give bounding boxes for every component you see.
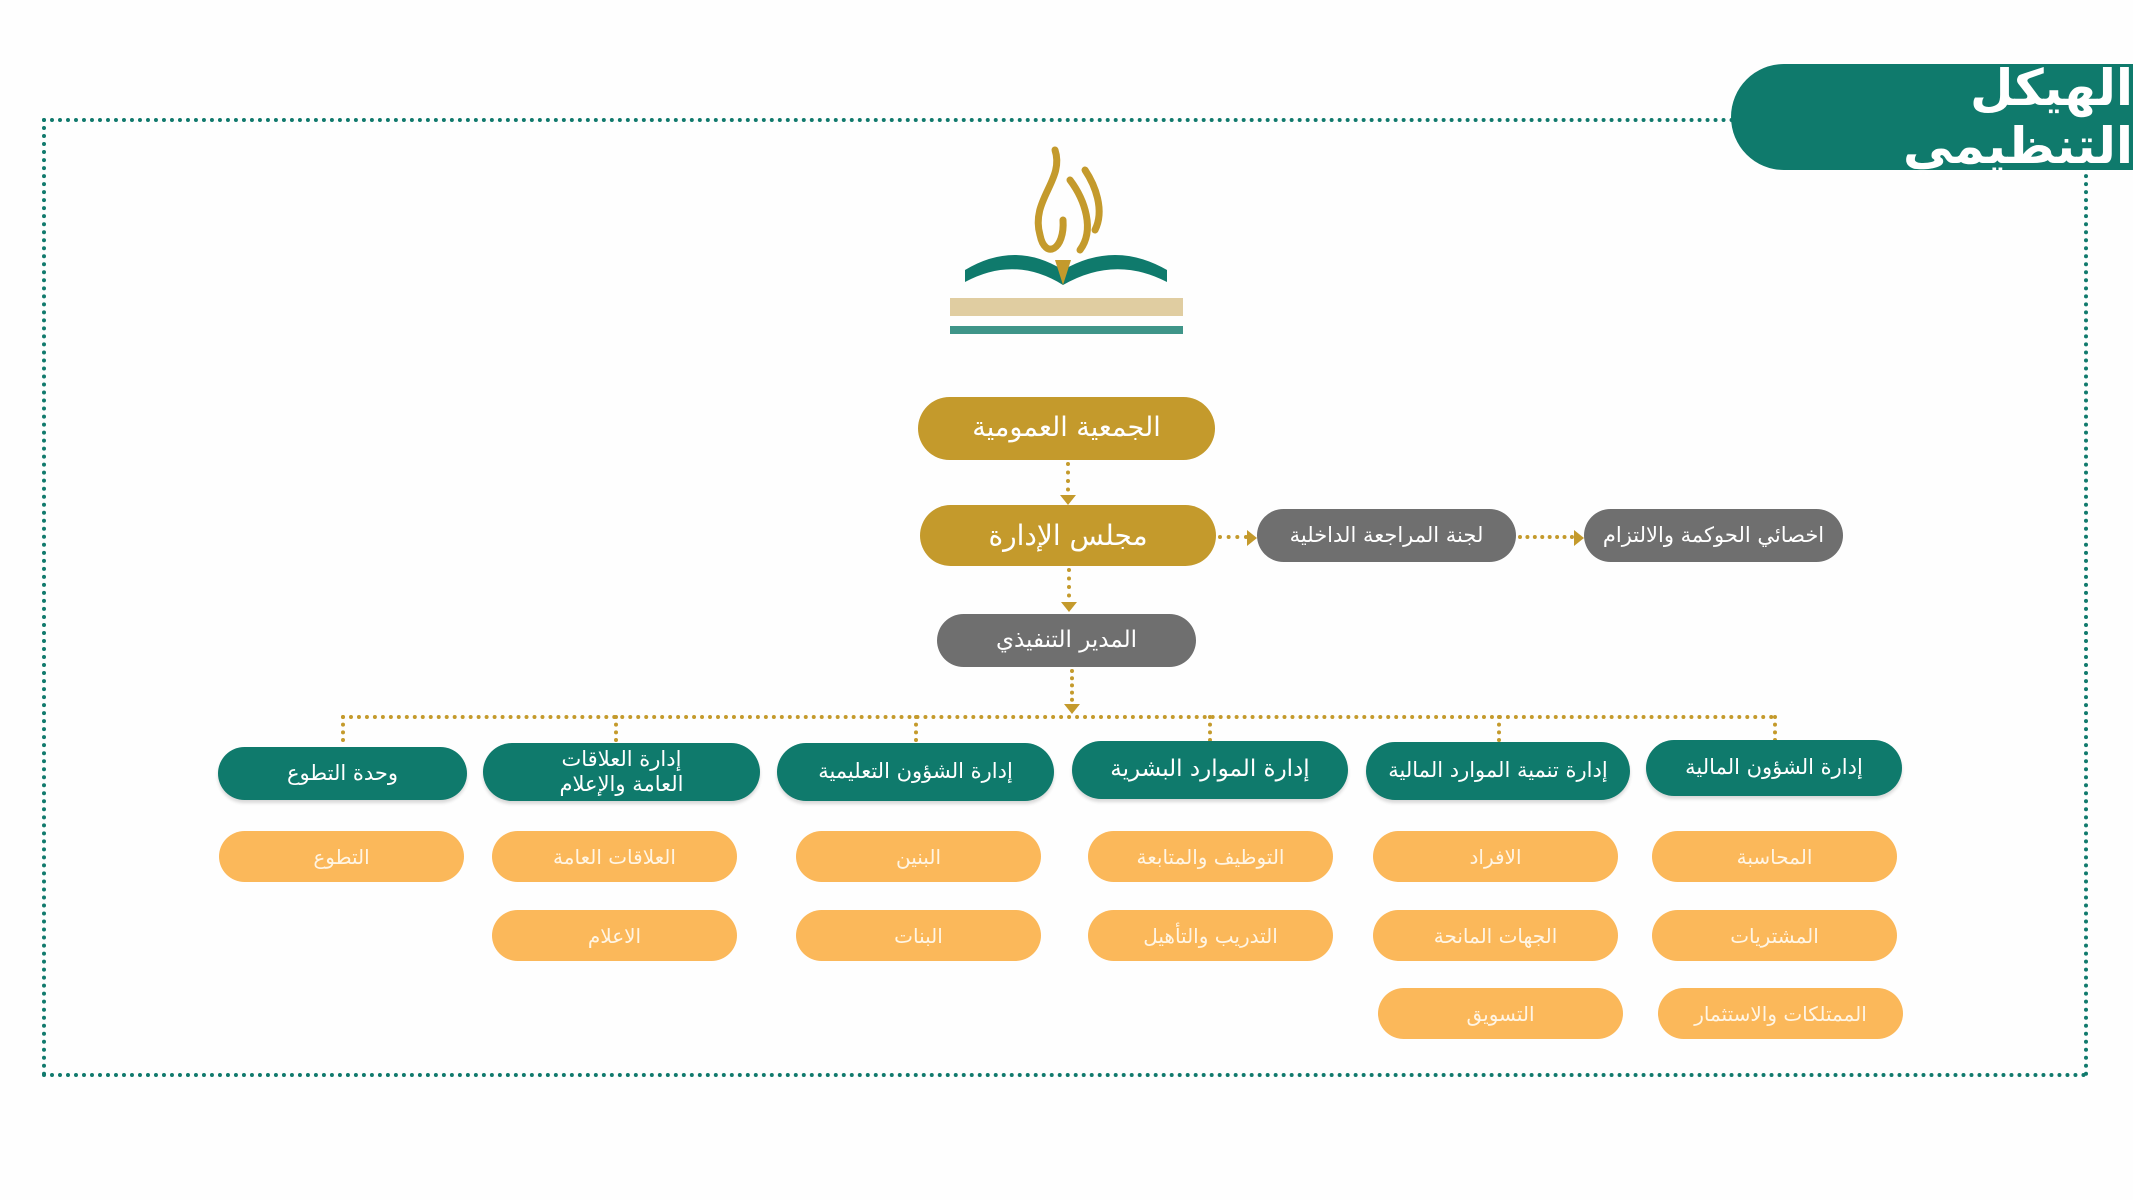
connector	[914, 715, 918, 742]
arrow-icon	[1060, 495, 1076, 505]
board-node: مجلس الإدارة	[920, 505, 1216, 566]
unit-node: العلاقات العامة	[492, 831, 737, 882]
unit-node: المشتريات	[1652, 910, 1897, 961]
unit-node: الجهات المانحة	[1373, 910, 1618, 961]
connector	[341, 715, 345, 742]
connector	[1066, 462, 1070, 500]
connector	[1518, 535, 1574, 539]
connector	[1070, 669, 1074, 709]
unit-node: التدريب والتأهيل	[1088, 910, 1333, 961]
connector	[1497, 715, 1501, 742]
unit-node: الافراد	[1373, 831, 1618, 882]
department-node: إدارة الموارد البشرية	[1072, 741, 1348, 799]
general-assembly-node: الجمعية العمومية	[918, 397, 1215, 460]
executive-director-node: المدير التنفيذي	[937, 614, 1196, 667]
page-title: الهيكل التنظيمي	[1731, 59, 2133, 175]
arrow-icon	[1247, 530, 1257, 546]
unit-node: التوظيف والمتابعة	[1088, 831, 1333, 882]
department-node: وحدة التطوع	[218, 747, 467, 800]
department-node: إدارة العلاقات العامة والإعلام	[483, 743, 760, 801]
department-node: إدارة تنمية الموارد المالية	[1366, 742, 1630, 800]
connector	[614, 715, 618, 742]
unit-node: الممتلكات والاستثمار	[1658, 988, 1903, 1039]
chart-frame	[42, 118, 2088, 1077]
connector	[1773, 715, 1777, 742]
arrow-icon	[1064, 704, 1080, 714]
unit-node: المحاسبة	[1652, 831, 1897, 882]
unit-node: التسويق	[1378, 988, 1623, 1039]
unit-node: البنات	[796, 910, 1041, 961]
connector	[1208, 715, 1212, 742]
connector	[1218, 535, 1248, 539]
department-node: إدارة الشؤون المالية	[1646, 740, 1902, 796]
internal-audit-node: لجنة المراجعة الداخلية	[1257, 509, 1516, 562]
connector	[1067, 568, 1071, 606]
connector	[341, 715, 1775, 719]
governance-node: اخصائي الحوكمة والالتزام	[1584, 509, 1843, 562]
arrow-icon	[1574, 530, 1584, 546]
arrow-icon	[1061, 602, 1077, 612]
unit-node: التطوع	[219, 831, 464, 882]
unit-node: الاعلام	[492, 910, 737, 961]
department-node: إدارة الشؤون التعليمية	[777, 743, 1054, 801]
unit-node: البنين	[796, 831, 1041, 882]
organization-logo	[945, 140, 1188, 347]
